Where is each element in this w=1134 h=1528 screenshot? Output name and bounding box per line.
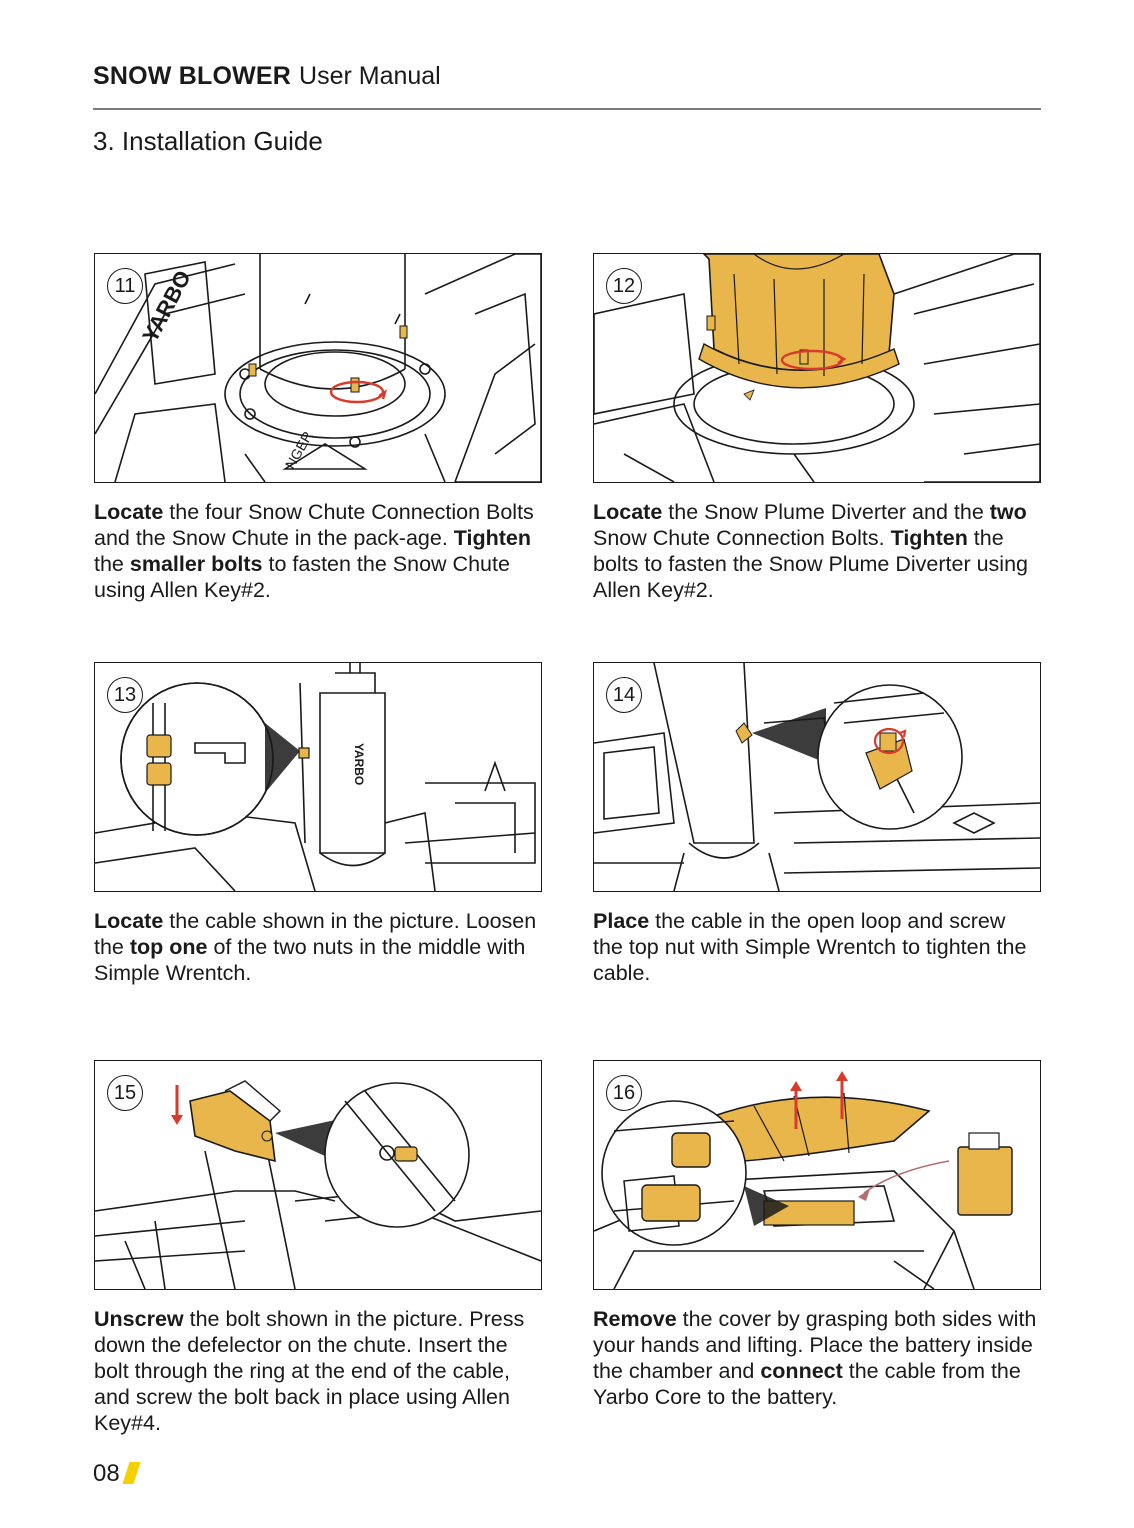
emphasis-text: Locate [94,500,164,524]
chute-bolt-illustration: YARBO NGER [95,254,541,482]
body-text: the cable in the open loop and screw the… [593,909,1027,985]
step-16: 16 [593,1060,1041,1410]
body-text: the cable shown in the picture. Loosen t… [94,909,537,959]
step-14: 14 [593,662,1041,986]
step-number: 11 [107,268,143,304]
step-number: 15 [107,1075,143,1111]
emphasis-text: Place [593,909,650,933]
emphasis-text: Unscrew [94,1307,184,1331]
page-footer: 08 [93,1460,141,1488]
body-text: to fasten the Snow Chute using Allen Key… [94,552,510,602]
emphasis-text: two [989,500,1027,524]
step-description: Locate the cable shown in the picture. L… [94,908,542,986]
header-divider [93,108,1041,110]
step-illustration: 16 [593,1060,1041,1290]
step-15: 15 Unscrew the bolt shown in the pictu [94,1060,542,1436]
emphasis-text: top one [129,935,208,959]
step-number: 16 [606,1075,642,1111]
body-text: the four Snow Chute Connection Bolts and… [94,500,534,550]
step-illustration: 14 [593,662,1041,892]
step-description: Locate the Snow Plume Diverter and the t… [593,499,1041,603]
body-text: the cover by grasping both sides with yo… [593,1307,1037,1383]
body-text: the cable from the Yarbo Core to the bat… [593,1359,1021,1409]
emphasis-text: smaller bolts [129,552,263,576]
body-text: of the two nuts in the middle with Simpl… [94,935,526,985]
step-12: 12 [593,253,1041,603]
step-illustration: 13 [94,662,542,892]
step-number: 13 [107,677,143,713]
warning-label: NGER [282,428,316,471]
battery-install-illustration [594,1071,1013,1289]
emphasis-text: Locate [94,909,164,933]
body-text: the bolts to fasten the Snow Plume Diver… [593,526,1028,602]
step-illustration: 11 [94,253,542,483]
emphasis-text: Locate [593,500,663,524]
step-11: 11 [94,253,542,603]
step-description: Remove the cover by grasping both sides … [593,1306,1041,1410]
step-illustration: 15 [94,1060,542,1290]
manual-subtitle: User Manual [299,62,441,90]
page-number: 08 [93,1460,120,1487]
step-illustration: 12 [593,253,1041,483]
body-text: the Snow Plume Diverter and the [662,500,990,524]
emphasis-text: Remove [593,1307,677,1331]
step-number: 12 [606,268,642,304]
step-description: Unscrew the bolt shown in the picture. P… [94,1306,542,1436]
step-description: Place the cable in the open loop and scr… [593,908,1041,986]
plume-diverter-illustration [594,254,1040,482]
emphasis-text: Tighten [453,526,532,550]
step-description: Locate the four Snow Chute Connection Bo… [94,499,542,603]
cable-nut-illustration: YARBO [95,663,536,891]
step-13: 13 [94,662,542,986]
cable-loop-illustration [594,663,1040,891]
section-title: 3. Installation Guide [93,126,323,156]
step-number: 14 [606,677,642,713]
manual-brand: SNOW BLOWER [93,62,292,90]
deflector-bolt-illustration [95,1080,541,1289]
accent-mark [122,1462,141,1484]
body-text: the [94,552,130,576]
emphasis-text: connect [760,1359,843,1383]
emphasis-text: Tighten [890,526,968,550]
yarbo-logo: YARBO [352,743,366,785]
body-text: the bolt shown in the picture. Press dow… [94,1307,525,1435]
body-text: Snow Chute Connection Bolts. [593,526,891,550]
